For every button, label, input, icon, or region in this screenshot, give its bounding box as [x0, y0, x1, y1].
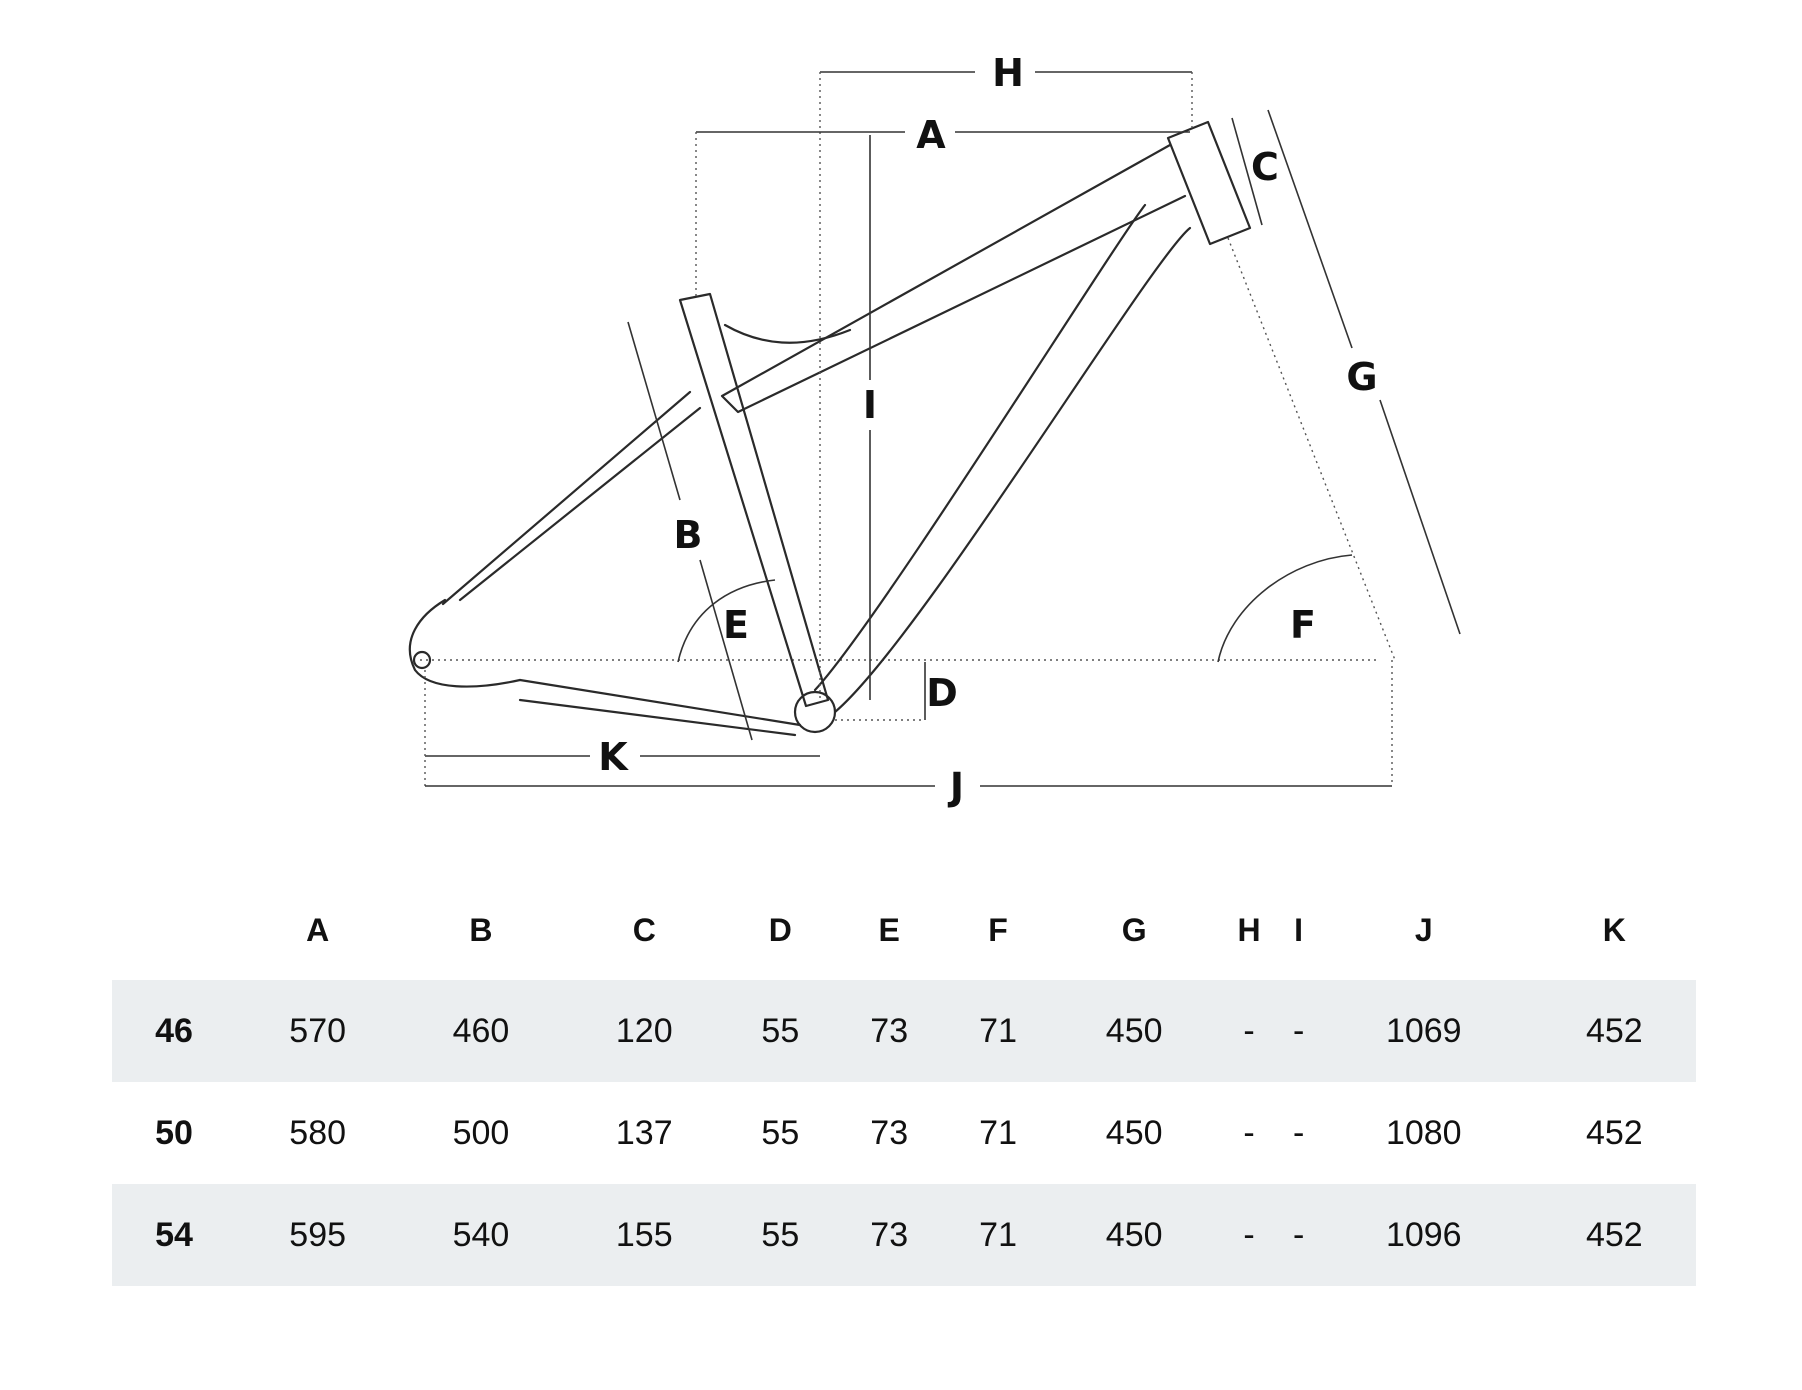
- table-cell: 55: [725, 980, 835, 1082]
- table-cell: 71: [943, 1184, 1053, 1286]
- table-row: 46 570 460 120 55 73 71 450 - - 1069 452: [112, 980, 1696, 1082]
- head-tube: [1166, 120, 1252, 246]
- table-cell: 155: [562, 1184, 726, 1286]
- label-g: G: [1346, 355, 1377, 399]
- label-j: J: [947, 765, 964, 809]
- seat-stay: [441, 390, 702, 606]
- table-row: 50 580 500 137 55 73 71 450 - - 1080 452: [112, 1082, 1696, 1184]
- size-cell: 50: [155, 1113, 193, 1152]
- table-cell: 450: [1105, 1113, 1163, 1152]
- table-cell: 570: [236, 980, 400, 1082]
- bike-frame: [408, 120, 1252, 737]
- label-d: D: [926, 671, 958, 715]
- top-tube: [720, 143, 1187, 414]
- table-cell: 1096: [1314, 1184, 1533, 1286]
- label-b: B: [674, 513, 703, 557]
- column-header: C: [632, 911, 656, 948]
- dimension-lines: [424, 71, 1461, 787]
- column-header: K: [1602, 911, 1626, 948]
- table-cell: 73: [870, 1113, 909, 1152]
- column-header: D: [768, 911, 792, 948]
- table-cell: -: [1282, 1184, 1315, 1286]
- table-cell: 137: [615, 1113, 673, 1152]
- table-cell: 460: [399, 980, 563, 1082]
- table-cell: 500: [452, 1113, 510, 1152]
- column-header: F: [988, 911, 1008, 948]
- table-cell: 452: [1585, 1113, 1643, 1152]
- label-f: F: [1290, 603, 1316, 647]
- table-cell: 452: [1532, 980, 1696, 1082]
- table-cell: -: [1215, 980, 1283, 1082]
- column-header: G: [1121, 911, 1147, 948]
- label-e: E: [723, 603, 749, 647]
- frame-geometry-diagram: H A C G I B E F D K J: [408, 51, 1461, 809]
- table-cell: 55: [725, 1184, 835, 1286]
- label-i: I: [863, 383, 877, 427]
- geometry-table: A B C D E F G H I J K 46 570 460 120 55 …: [112, 880, 1696, 1286]
- table-row: 54 595 540 155 55 73 71 450 - - 1096 452: [112, 1184, 1696, 1286]
- table-cell: 71: [943, 980, 1053, 1082]
- column-header: H: [1237, 911, 1261, 948]
- down-tube: [813, 203, 1192, 714]
- label-h: H: [992, 51, 1024, 95]
- column-header: E: [878, 911, 900, 948]
- label-c: C: [1251, 145, 1279, 189]
- table-cell: 540: [399, 1184, 563, 1286]
- column-header: I: [1294, 911, 1304, 948]
- column-header: J: [1414, 911, 1433, 948]
- size-cell: 46: [112, 980, 236, 1082]
- table-cell: 450: [1052, 1184, 1216, 1286]
- column-header: B: [469, 911, 493, 948]
- table-cell: 595: [236, 1184, 400, 1286]
- table-cell: -: [1215, 1184, 1283, 1286]
- label-k: K: [598, 735, 629, 779]
- table-cell: -: [1292, 1113, 1305, 1152]
- table-cell: 73: [834, 980, 944, 1082]
- size-cell: 54: [112, 1184, 236, 1286]
- seat-tube: [678, 292, 830, 708]
- rear-axle: [412, 650, 432, 670]
- table-cell: 452: [1532, 1184, 1696, 1286]
- column-header: A: [306, 911, 330, 948]
- label-a: A: [916, 113, 946, 157]
- table-cell: 120: [562, 980, 726, 1082]
- table-cell: 580: [289, 1113, 347, 1152]
- column-header: [112, 880, 236, 980]
- table-cell: 71: [979, 1113, 1017, 1152]
- chain-stay: [518, 678, 802, 737]
- table-header-row: A B C D E F G H I J K: [112, 880, 1696, 980]
- table-cell: 73: [834, 1184, 944, 1286]
- table-cell: 450: [1052, 980, 1216, 1082]
- table-cell: 55: [761, 1113, 800, 1152]
- stay-bridge: [723, 323, 852, 344]
- table-cell: -: [1243, 1113, 1255, 1152]
- table-cell: -: [1282, 980, 1315, 1082]
- bottom-bracket: [793, 690, 837, 734]
- table-cell: 1080: [1385, 1113, 1462, 1152]
- table-cell: 1069: [1314, 980, 1533, 1082]
- rear-dropout: [408, 598, 522, 688]
